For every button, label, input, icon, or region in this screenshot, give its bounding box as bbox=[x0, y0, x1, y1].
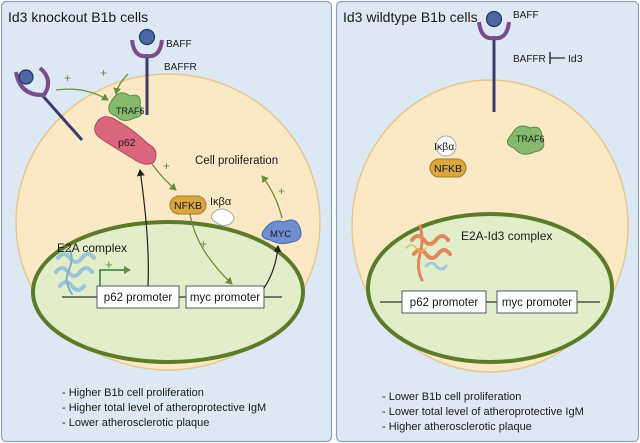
baff-label-right: BAFF bbox=[513, 10, 539, 21]
left-outcome-2: - Higher total level of atheroprotective… bbox=[62, 402, 266, 414]
left-outcome-1: - Higher B1b cell proliferation bbox=[62, 387, 204, 399]
plus-sign-left-receptor: + bbox=[64, 71, 71, 85]
baffr-label-left: BAFFR bbox=[164, 62, 197, 73]
traf6-label-left: TRAF6 bbox=[116, 106, 145, 116]
arrow-p62-promoter-to-p62 bbox=[136, 169, 149, 287]
nucleus-right bbox=[366, 212, 614, 364]
ikba-protein-left bbox=[210, 208, 235, 227]
myc-promoter-label: myc promoter bbox=[190, 292, 260, 304]
right-panel: Id3 wildtype B1b cells p62 promoter myc … bbox=[335, 0, 640, 443]
arrow-myc-to-proliferation bbox=[261, 175, 283, 219]
myc-promoter-box-right bbox=[496, 290, 578, 314]
arrow-receptor-left-to-traf6 bbox=[55, 88, 109, 101]
ikba-protein-right bbox=[435, 135, 457, 157]
arrow-receptor-top-to-traf6 bbox=[113, 73, 129, 95]
plus-sign-nfkb-myc: + bbox=[200, 237, 207, 251]
nfkb-label-left: NFKB bbox=[174, 200, 202, 212]
myc-protein bbox=[261, 219, 302, 245]
receptor-cup-right bbox=[477, 21, 511, 41]
right-outcome-3: - Higher atherosclerotic plaque bbox=[382, 421, 532, 433]
baffr-receptor-top bbox=[130, 28, 164, 115]
arrow-p62-to-nfkb bbox=[151, 163, 177, 191]
nfkb-label-right: NFKB bbox=[434, 163, 462, 175]
e2a-id3-complex-label: E2A-Id3 complex bbox=[461, 229, 552, 243]
right-outcome-2: - Lower total level of atheroprotective … bbox=[382, 406, 584, 418]
cell-proliferation-label: Cell proliferation bbox=[195, 155, 278, 167]
traf6-protein-right bbox=[507, 125, 545, 155]
p62-promoter-label-right: p62 promoter bbox=[410, 297, 479, 309]
e2a-complex-label: E2A complex bbox=[57, 241, 127, 255]
arrow-nfkb-to-myc-promoter bbox=[189, 213, 233, 285]
nfkb-protein-right bbox=[429, 158, 467, 178]
left-panel: Id3 knockout B1b cells p62 promoter myc … bbox=[0, 0, 333, 443]
receptor-cup-top bbox=[130, 39, 164, 59]
left-outcome-3: - Lower atherosclerotic plaque bbox=[62, 417, 209, 429]
p62-promoter-box-right bbox=[401, 290, 487, 314]
baffr-label-right: BAFFR bbox=[513, 54, 546, 65]
ikba-label-right: Iκβα bbox=[434, 141, 454, 153]
baff-ligand-right bbox=[485, 10, 503, 28]
myc-promoter-label-right: myc promoter bbox=[502, 297, 572, 309]
baffr-receptor-right bbox=[477, 10, 511, 112]
plus-sign-transcription: + bbox=[105, 257, 113, 272]
baff-ligand-top bbox=[138, 28, 156, 46]
id3-label: Id3 bbox=[568, 53, 583, 65]
traf6-label-right: TRAF6 bbox=[516, 134, 545, 144]
traf6-protein-left bbox=[108, 92, 143, 122]
nfkb-protein-left bbox=[169, 195, 207, 215]
receptor-cup-left bbox=[14, 66, 51, 98]
plus-sign-p62-nfkb: + bbox=[163, 159, 170, 173]
myc-label: MYC bbox=[270, 229, 291, 240]
baffr-receptor-left bbox=[14, 66, 84, 141]
left-panel-title: Id3 knockout B1b cells bbox=[8, 9, 148, 25]
arrow-myc-promoter-to-myc bbox=[263, 245, 282, 289]
transcription-start-arrow bbox=[99, 266, 131, 286]
ikba-label-left: Iκβα bbox=[210, 196, 232, 208]
plus-sign-top-receptor: + bbox=[100, 66, 107, 80]
p62-protein bbox=[94, 116, 157, 165]
right-panel-title: Id3 wildtype B1b cells bbox=[343, 9, 478, 25]
e2a-complex-protein bbox=[54, 249, 96, 295]
baff-ligand-left bbox=[18, 69, 34, 85]
e2a-id3-complex-protein bbox=[405, 224, 452, 282]
p62-label: p62 bbox=[118, 137, 136, 149]
baff-label-left: BAFF bbox=[166, 39, 192, 50]
right-outcome-1: - Lower B1b cell proliferation bbox=[382, 391, 521, 403]
plus-sign-myc-proliferation: + bbox=[278, 184, 285, 198]
p62-promoter-label: p62 promoter bbox=[104, 292, 173, 304]
p62-promoter-box bbox=[96, 285, 180, 309]
myc-promoter-box bbox=[185, 285, 265, 309]
